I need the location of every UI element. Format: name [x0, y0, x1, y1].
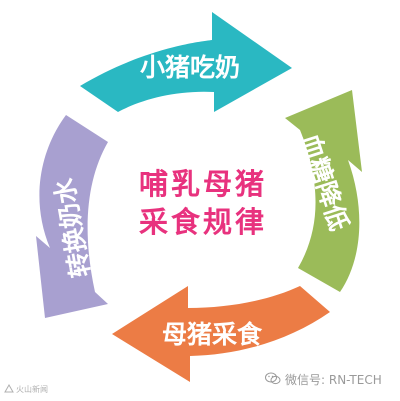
arrow-top [80, 12, 292, 112]
arrow-left [36, 115, 108, 318]
wechat-text: 微信号: RN-TECH [285, 373, 382, 387]
watermark: 火山新闻 [4, 383, 48, 395]
wechat-id: 微信号: RN-TECH [265, 371, 382, 388]
arrow-right [285, 90, 362, 292]
center-title-line1: 哺乳母猪 [138, 167, 267, 201]
arrow-bottom [112, 286, 330, 382]
center-title: 哺乳母猪 采食规律 [118, 165, 288, 241]
step-label-top: 小猪吃奶 [140, 53, 240, 82]
watermark-text: 火山新闻 [16, 385, 48, 394]
step-label-bottom: 母猪采食 [162, 320, 263, 349]
center-title-line2: 采食规律 [138, 205, 267, 239]
watermark-logo-icon [4, 383, 14, 395]
wechat-icon [265, 372, 281, 388]
